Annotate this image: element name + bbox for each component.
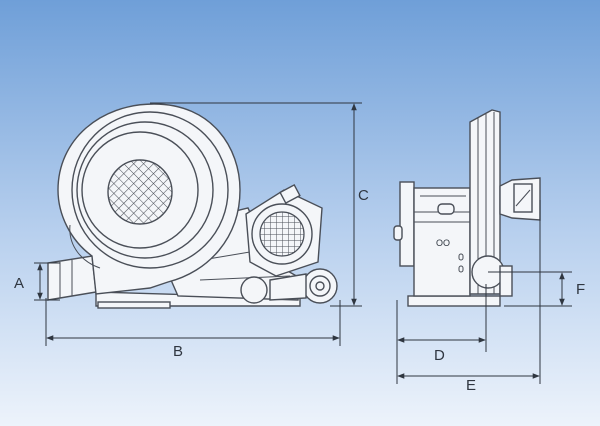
intake-grille	[107, 159, 173, 225]
dim-label-d: D	[434, 347, 445, 364]
side-outlet-window-line	[515, 189, 531, 207]
side-vent-slot-1	[458, 253, 464, 261]
housing-rim-inner	[81, 131, 199, 249]
side-inlet-flange	[399, 181, 415, 267]
side-motor-cap	[437, 203, 455, 215]
dim-label-c: C	[358, 187, 369, 204]
side-dimensions: D E F	[396, 200, 585, 394]
front-view	[47, 103, 338, 309]
rear-wheel	[240, 276, 268, 304]
side-wheel-bracket	[499, 265, 513, 297]
housing-curve	[69, 224, 101, 269]
wheel-bracket	[269, 273, 307, 301]
side-inlet-knob	[393, 225, 403, 241]
base-foot	[97, 301, 171, 309]
front-wheel-axle	[315, 281, 325, 291]
dim-label-b: B	[173, 343, 183, 360]
front-wheel-hub	[309, 275, 331, 297]
dim-label-f: F	[576, 281, 585, 298]
dim-label-a: A	[14, 275, 24, 292]
front-dimensions: A B C	[14, 102, 369, 360]
side-vent-label: OO	[436, 238, 450, 248]
front-wheel	[302, 268, 338, 304]
housing-rim-mid	[76, 121, 214, 259]
motor-fan-grille	[259, 211, 305, 257]
outlet-flange-lines	[59, 260, 73, 298]
side-vent-slot-2	[458, 265, 464, 273]
housing-rim-outer	[71, 111, 229, 269]
motor-terminal-box	[279, 183, 301, 205]
dim-label-e: E	[466, 377, 476, 394]
side-view: OO	[393, 109, 541, 307]
